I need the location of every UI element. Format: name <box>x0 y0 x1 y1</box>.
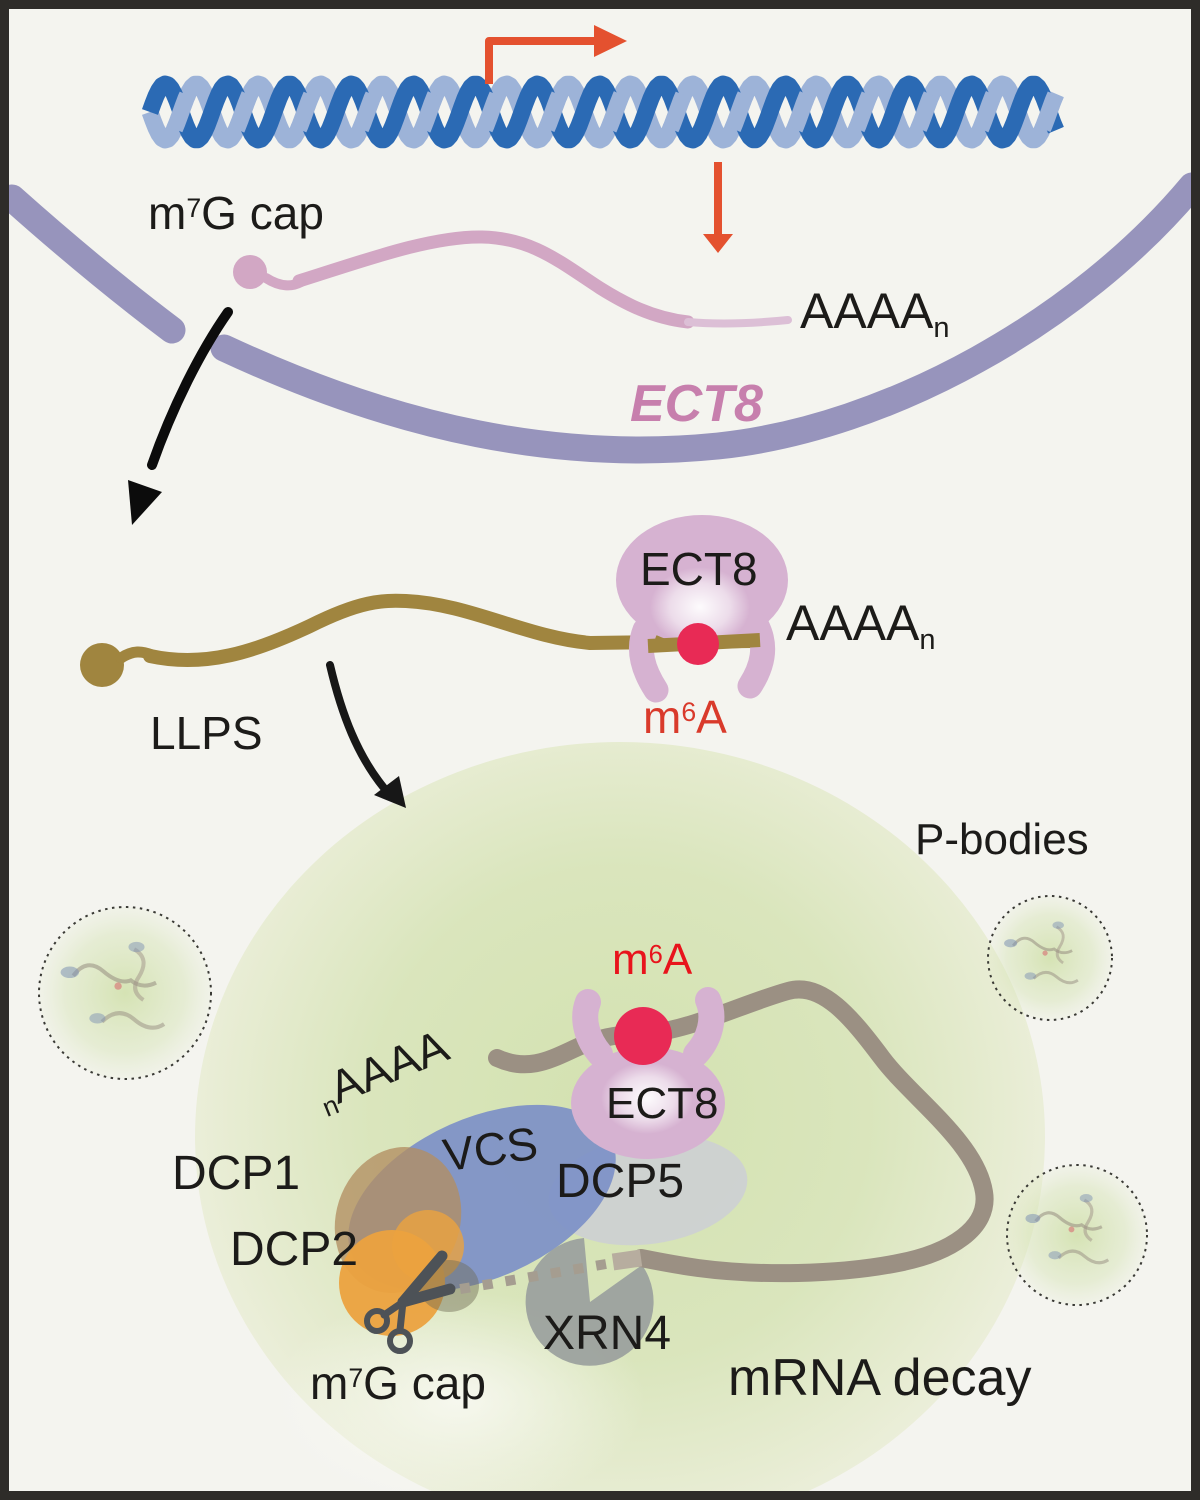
nuclear-membrane-right <box>210 172 1200 464</box>
pbody-circle-bottom-right <box>1006 1164 1148 1306</box>
m6a-dot-pbody <box>614 1007 672 1065</box>
m6a-dot-cytoplasm <box>677 623 719 665</box>
transcription-down-arrow-icon <box>703 162 733 253</box>
transcription-start-arrow-icon <box>485 25 627 84</box>
dna-helix <box>141 75 1064 149</box>
llps-arrow-icon <box>326 661 406 808</box>
ect8-protein-cytoplasm <box>616 515 788 703</box>
pbody-circle-left <box>38 906 212 1080</box>
nuclear-export-arrow-icon <box>128 307 233 525</box>
ect8-protein-pbody <box>571 987 725 1159</box>
nuclear-membrane-left <box>0 184 186 344</box>
dcp2-blob-upper <box>392 1210 464 1282</box>
nuclear-mrna-strand <box>233 230 792 329</box>
decapped-mrna-dashes <box>454 1259 607 1295</box>
scissors-icon <box>364 1250 456 1354</box>
pbody-circle-top-right <box>987 895 1113 1021</box>
cytoplasmic-mrna-strand <box>80 593 759 687</box>
degrading-mrna-segment <box>611 1249 643 1271</box>
